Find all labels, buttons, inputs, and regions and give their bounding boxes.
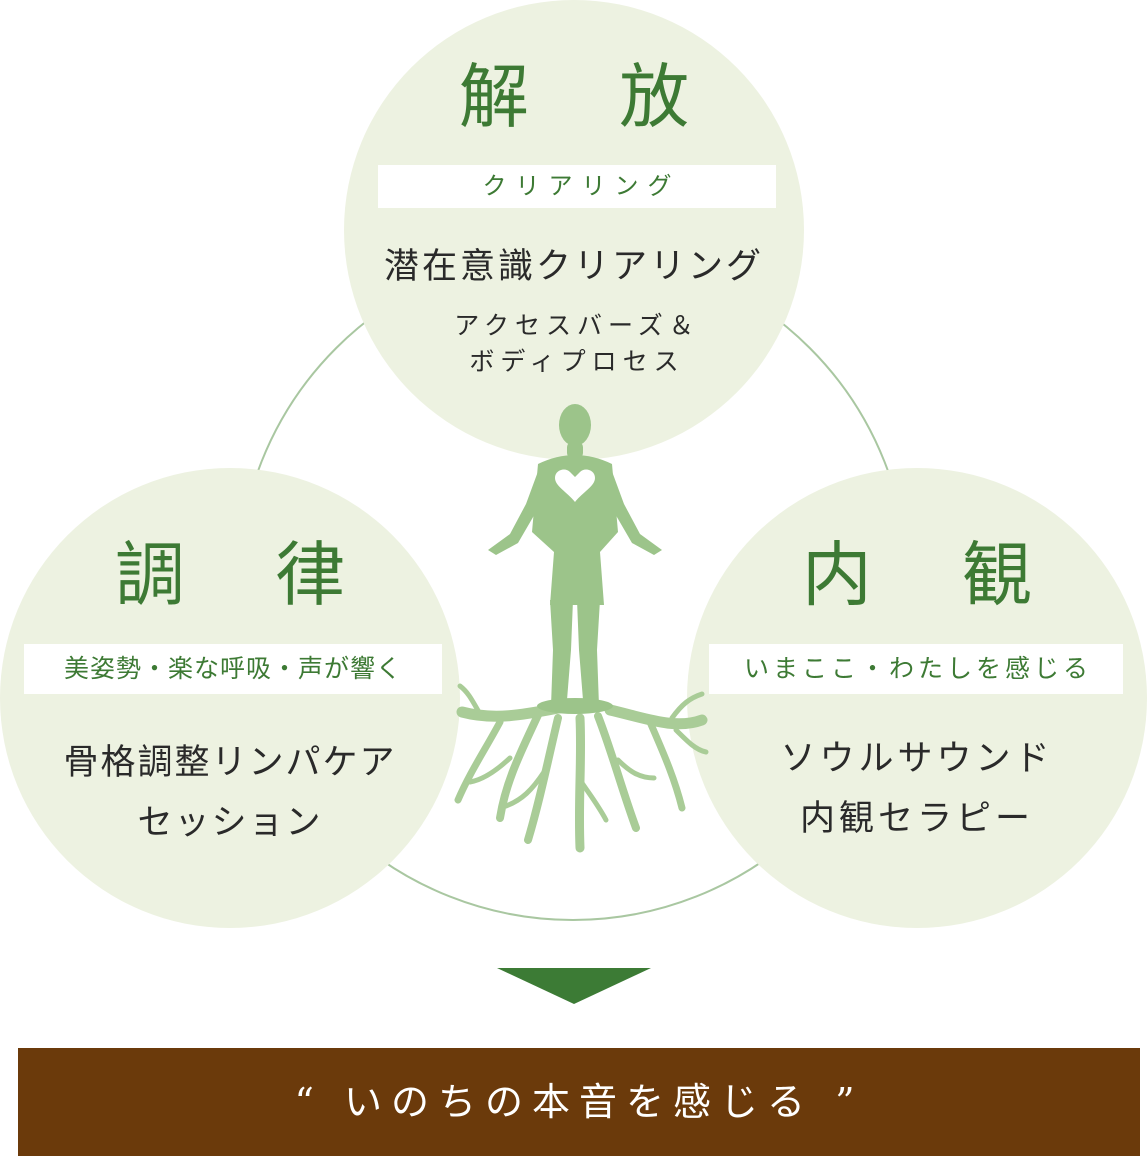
circle-detail-text: ボディプロセス [469, 347, 685, 376]
roots [454, 683, 709, 853]
circle-subtitle-band: いまここ・わたしを感じる [709, 644, 1123, 694]
circle-heading: 解 放 [458, 56, 724, 138]
circle-tuning: 調 律 美姿勢・楽な呼吸・声が響く 骨格調整リンパケア セッション [0, 468, 460, 928]
circle-subtitle-band: クリアリング [378, 165, 776, 208]
circle-subtitle-band: 美姿勢・楽な呼吸・声が響く [24, 644, 442, 694]
circle-heading: 内 観 [801, 534, 1067, 616]
circle-main-text: セッション [137, 803, 323, 843]
circle-main-text: 骨格調整リンパケア [63, 743, 397, 783]
circle-release: 解 放 クリアリング 潜在意識クリアリング アクセスバーズ＆ ボディプロセス [344, 0, 804, 460]
circle-main-text: 潜在意識クリアリング [383, 247, 764, 287]
heart-icon [555, 469, 595, 502]
body-silhouette [488, 404, 662, 714]
circle-heading: 調 律 [114, 534, 380, 616]
conclusion-banner: “ いのちの本音を感じる ” [18, 1048, 1140, 1156]
human-figure-with-roots [454, 404, 709, 853]
circle-main-text: 内観セラピー [799, 799, 1034, 839]
circle-main-text: ソウルサウンド [780, 739, 1054, 779]
down-arrow-icon [497, 968, 651, 1004]
circle-introspection: 内 観 いまここ・わたしを感じる ソウルサウンド 内観セラピー [687, 468, 1147, 928]
circle-detail-text: アクセスバーズ＆ [454, 311, 700, 340]
